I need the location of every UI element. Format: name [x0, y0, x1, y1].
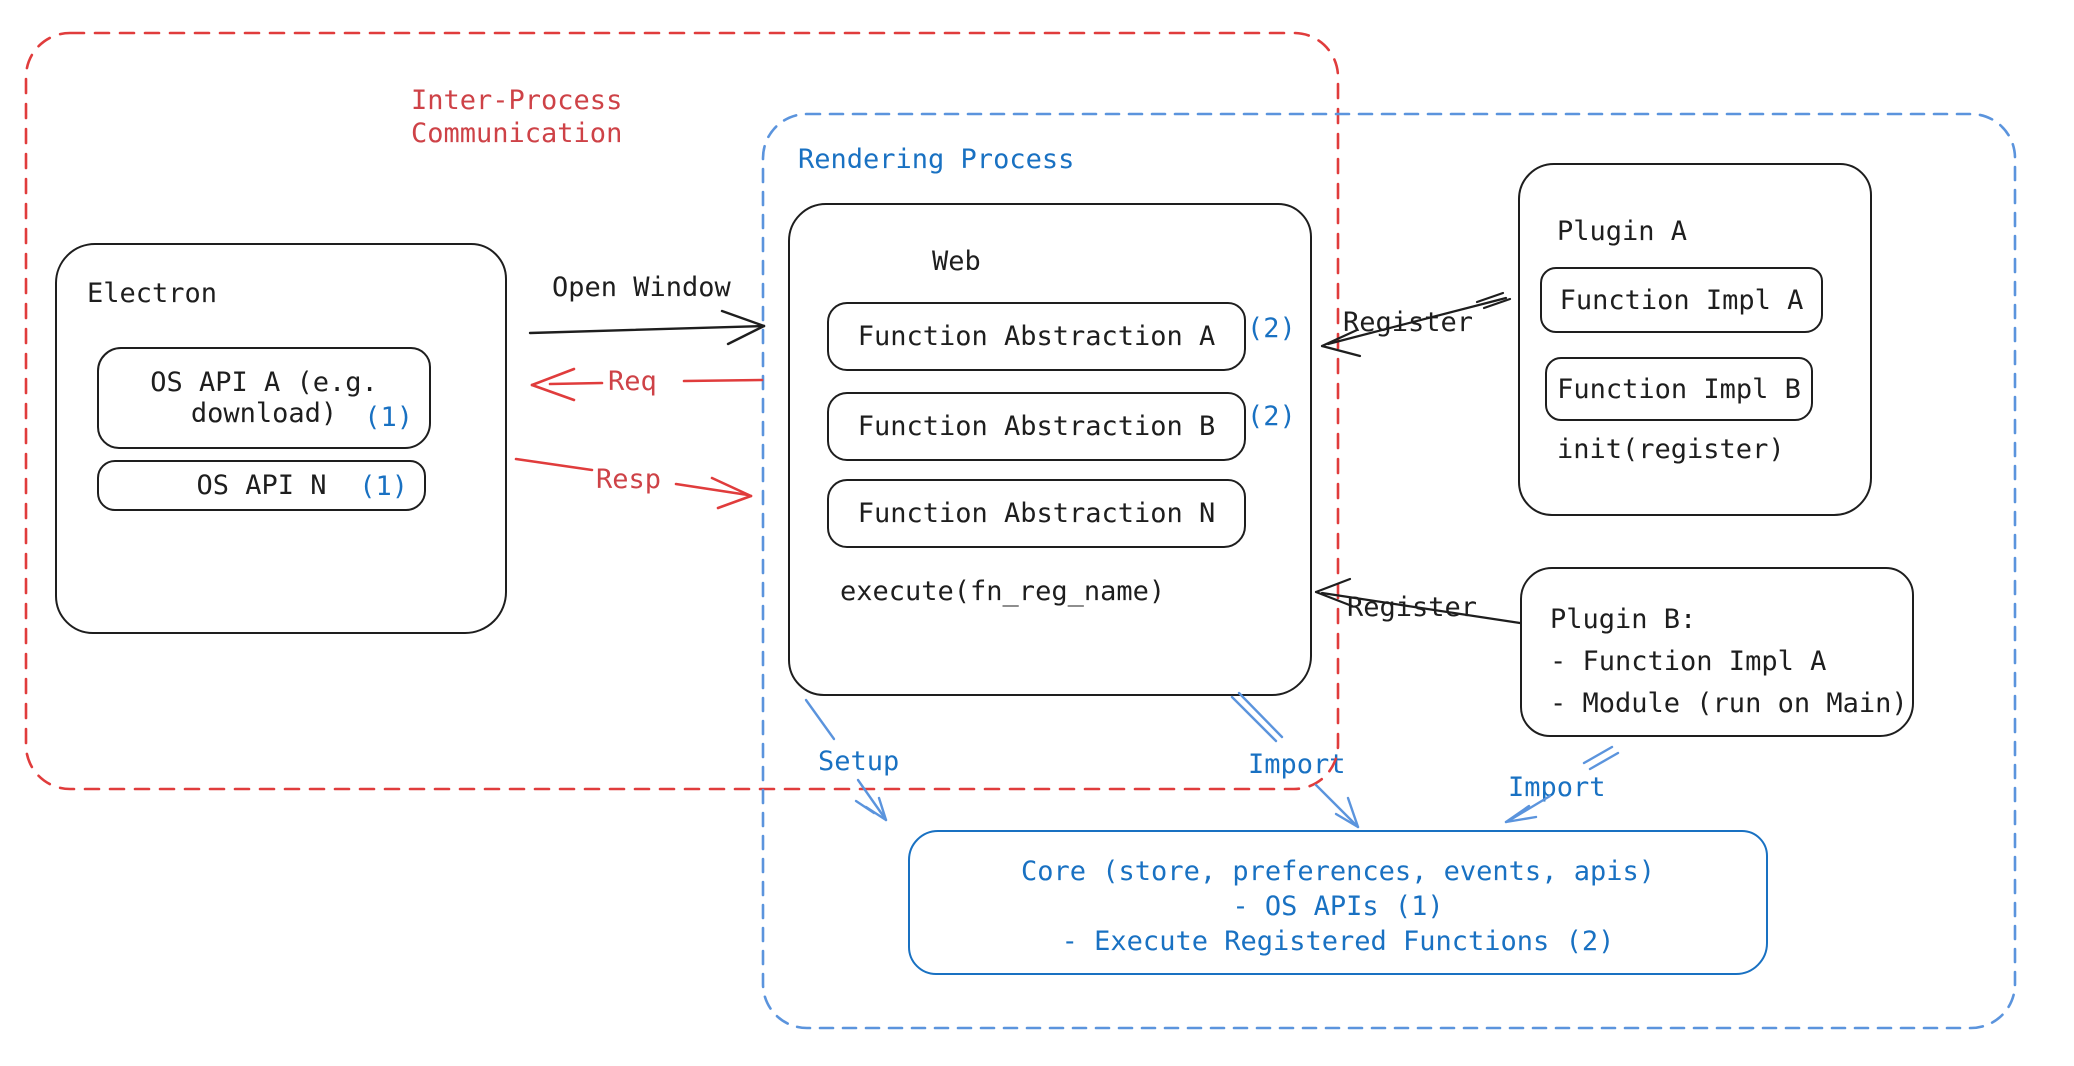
os-api-n-label: OS API N [196, 470, 327, 501]
plugin-b-item-module: - Module (run on Main) [1550, 688, 1908, 719]
plugin-a-box: Plugin A Function Impl A Function Impl B… [1518, 163, 1872, 516]
function-impl-b-label: Function Impl B [1557, 373, 1801, 405]
ipc-boundary-label: Inter-Process Communication [411, 84, 622, 150]
web-box: Web Function Abstraction A Function Abst… [788, 203, 1312, 696]
function-abstraction-n-box: Function Abstraction N [827, 479, 1246, 548]
function-abstraction-a-badge: (2) [1247, 313, 1296, 344]
os-api-n-badge: (1) [359, 471, 408, 502]
function-abstraction-a-box: Function Abstraction A [827, 302, 1246, 371]
electron-title: Electron [87, 278, 218, 309]
core-title: Core (store, preferences, events, apis) [1021, 856, 1655, 887]
register-plugin-b-label: Register [1347, 592, 1478, 623]
plugin-a-init-label: init(register) [1557, 434, 1785, 465]
ipc-boundary-label-line2: Communication [411, 118, 623, 149]
function-abstraction-a-label: Function Abstraction A [857, 321, 1216, 352]
rendering-boundary-label: Rendering Process [798, 144, 1075, 175]
core-item-execute-registered: - Execute Registered Functions (2) [1061, 926, 1615, 957]
os-api-a-box: OS API A (e.g. download) (1) [97, 347, 431, 449]
function-abstraction-b-box: Function Abstraction B [827, 392, 1246, 461]
plugin-b-title: Plugin B: [1550, 604, 1697, 635]
register-plugin-a-label: Register [1343, 307, 1474, 338]
import-web-label: Import [1248, 749, 1346, 780]
plugin-b-box: Plugin B: - Function Impl A - Module (ru… [1520, 567, 1914, 737]
function-abstraction-n-label: Function Abstraction N [857, 498, 1216, 529]
plugin-b-item-function-impl-a: - Function Impl A [1550, 646, 1827, 677]
function-abstraction-b-label: Function Abstraction B [857, 411, 1216, 442]
import-plugin-b-label: Import [1508, 772, 1606, 803]
plugin-a-title: Plugin A [1557, 216, 1688, 247]
open-window-arrow [528, 309, 766, 346]
open-window-label: Open Window [552, 272, 731, 303]
execute-label: execute(fn_reg_name) [840, 576, 1166, 607]
core-item-os-apis: - OS APIs (1) [1232, 891, 1444, 922]
os-api-a-badge: (1) [364, 402, 413, 433]
function-abstraction-b-badge: (2) [1247, 401, 1296, 432]
setup-label: Setup [818, 746, 900, 777]
electron-box: Electron OS API A (e.g. download) (1) OS… [55, 243, 507, 634]
plugin-b-text: Plugin B: - Function Impl A - Module (ru… [1550, 599, 1908, 725]
function-impl-b-box: Function Impl B [1545, 357, 1813, 421]
ipc-boundary-label-line1: Inter-Process [411, 85, 623, 116]
os-api-n-box: OS API N (1) [97, 460, 426, 511]
web-title: Web [932, 246, 981, 277]
function-impl-a-label: Function Impl A [1559, 284, 1804, 316]
req-label: Req [608, 366, 657, 397]
core-box: Core (store, preferences, events, apis) … [908, 830, 1768, 975]
resp-label: Resp [596, 464, 662, 495]
function-impl-a-box: Function Impl A [1540, 267, 1823, 333]
